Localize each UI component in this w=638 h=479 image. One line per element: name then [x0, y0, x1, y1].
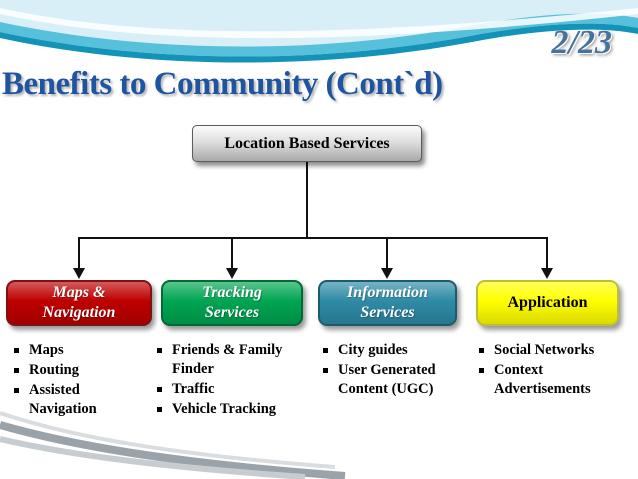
bullet-square-icon [14, 368, 19, 373]
list-item: Maps [14, 341, 149, 360]
branch-box-maps-navigation: Maps & Navigation [6, 280, 152, 326]
bullet-square-icon [14, 348, 19, 353]
branch-box-tracking-services: Tracking Services [161, 280, 303, 326]
list-item: User Generated Content (UGC) [323, 361, 471, 399]
list-item-text: Assisted Navigation [29, 382, 97, 417]
list-item: Traffic [157, 380, 315, 399]
list-item-text: Context Advertisements [494, 362, 591, 397]
list-item-text: Vehicle Tracking [172, 401, 277, 417]
list-item: Routing [14, 361, 149, 380]
list-item-text: Social Networks [494, 342, 595, 358]
root-node-label: Location Based Services [224, 134, 390, 152]
bullet-square-icon [157, 407, 162, 412]
list-item: City guides [323, 341, 471, 360]
list-information-services: City guides User Generated Content (UGC) [323, 341, 471, 400]
bullet-square-icon [323, 348, 328, 353]
branch-label-application: Application [507, 294, 588, 312]
page-number: 2/23 [551, 24, 612, 61]
list-item: Vehicle Tracking [157, 400, 315, 419]
bottom-wave-decoration [0, 411, 346, 479]
bullet-square-icon [479, 348, 484, 353]
bullet-square-icon [323, 368, 328, 373]
list-item-text: Traffic [172, 381, 215, 397]
list-item-text: Friends & Family Finder [172, 342, 283, 377]
bullet-square-icon [14, 388, 19, 393]
bullet-square-icon [157, 348, 162, 353]
list-item: Social Networks [479, 341, 635, 360]
bullet-square-icon [479, 368, 484, 373]
branch-box-application: Application [476, 280, 619, 326]
list-tracking-services: Friends & Family Finder Traffic Vehicle … [157, 341, 315, 420]
branch-label-maps-navigation: Maps & Navigation [42, 284, 116, 321]
branch-label-tracking-services: Tracking Services [202, 284, 262, 321]
root-node-location-based-services: Location Based Services [192, 125, 422, 162]
list-application: Social Networks Context Advertisements [479, 341, 635, 400]
list-item: Assisted Navigation [14, 381, 149, 419]
branch-box-information-services: Information Services [318, 280, 457, 326]
bullet-square-icon [157, 387, 162, 392]
list-item-text: Maps [29, 342, 64, 358]
list-item: Friends & Family Finder [157, 341, 315, 379]
list-item-text: User Generated Content (UGC) [338, 362, 436, 397]
list-item-text: City guides [338, 342, 408, 358]
top-wave-decoration [0, 0, 638, 63]
list-item-text: Routing [29, 362, 79, 378]
branch-label-information-services: Information Services [347, 284, 428, 321]
list-item: Context Advertisements [479, 361, 635, 399]
list-maps-navigation: Maps Routing Assisted Navigation [14, 341, 149, 420]
page-title: Benefits to Community (Cont`d) [2, 66, 443, 102]
